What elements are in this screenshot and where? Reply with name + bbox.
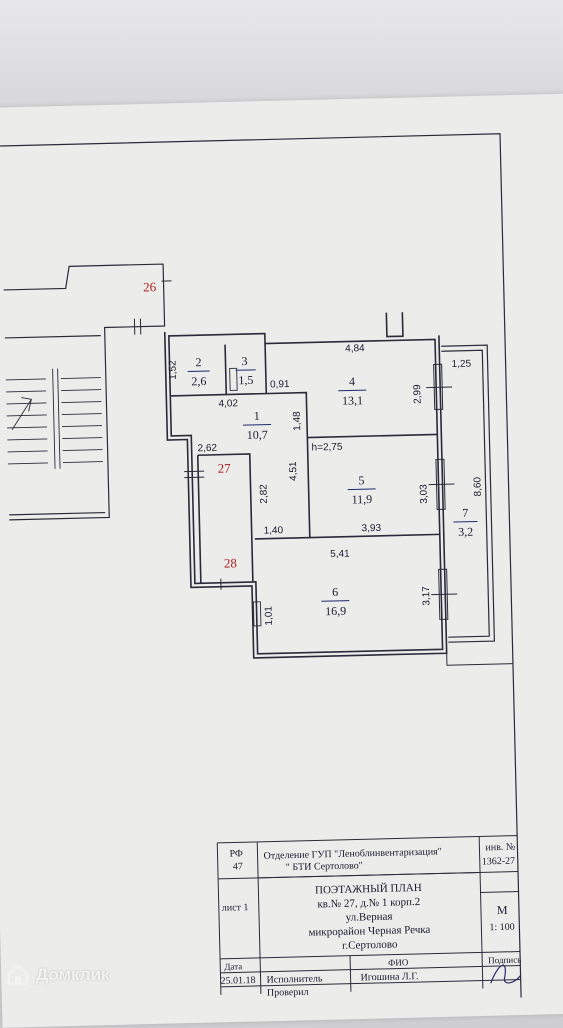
watermark-text: Домклик — [36, 965, 110, 985]
dimension: 1,48 — [292, 411, 303, 431]
dimension: 1,52 — [167, 360, 178, 380]
dimension: 3,03 — [419, 484, 430, 504]
stairwell-wall — [3, 264, 169, 520]
dimension: 4,02 — [218, 398, 238, 409]
signature-label: Подпись — [488, 955, 521, 966]
address-line2: ул.Верная — [346, 911, 393, 924]
inv-number: 1362-27 — [482, 856, 516, 868]
scale-value: 1: 100 — [489, 922, 515, 934]
room-number: 4 — [349, 374, 355, 388]
rf-number: 47 — [233, 861, 243, 872]
floor-plan-drawing: 2 2,6 3 1,5 4 13,1 1 10,7 5 11,9 6 16,9 … — [0, 0, 563, 1000]
executor-label: Исполнитель — [266, 973, 323, 985]
balcony — [441, 345, 494, 642]
inv-label: инв. № — [485, 842, 515, 854]
fio-label: ФИО — [388, 957, 409, 968]
address-line1: кв.№ 27, д.№ 1 корп.2 — [317, 896, 420, 911]
dimension: 4,51 — [288, 461, 299, 481]
room-number: 1 — [254, 409, 260, 423]
room-number: 5 — [358, 473, 364, 487]
dimension: 1,40 — [264, 525, 284, 536]
dimension: 1,25 — [451, 359, 471, 370]
sheet-label: лист 1 — [222, 902, 249, 914]
date-value: 25.01.18 — [220, 975, 255, 987]
address-line4: г.Сертолово — [342, 939, 398, 952]
room-number: 3 — [241, 354, 247, 368]
apartment-walls — [164, 311, 446, 660]
house-logo-icon — [6, 963, 30, 987]
windows — [426, 364, 458, 620]
neighbor-number: 28 — [224, 555, 237, 570]
dimension: 2,82 — [258, 484, 269, 504]
room-number: 6 — [332, 585, 338, 599]
address-line3: микрорайон Черная Речка — [308, 924, 430, 939]
stairwell-wall-inner — [5, 336, 105, 515]
checked-label: Проверил — [267, 987, 309, 999]
dimension: 8,60 — [472, 476, 483, 496]
room-area: 13,1 — [342, 393, 363, 408]
room-number: 2 — [195, 355, 201, 369]
neighbor-number: 26 — [143, 279, 157, 294]
dimension: 2,99 — [412, 384, 423, 404]
executor-name: Игошина Л.Г. — [360, 971, 418, 983]
room-area: 2,6 — [191, 374, 206, 388]
dimension: 5,41 — [330, 549, 350, 560]
org-line1: Отделение ГУП "Леноблинвентаризация" — [263, 846, 441, 861]
dimension: 3,17 — [421, 586, 432, 606]
rf-label: РФ — [229, 848, 243, 859]
toilet-fixture — [230, 368, 238, 390]
org-line2: " БТИ Сертолово" — [286, 860, 363, 873]
watermark: Домклик — [6, 960, 110, 990]
room-area: 16,9 — [325, 604, 346, 619]
ceiling-height: h=2,75 — [311, 442, 343, 454]
scale-label: М — [497, 903, 508, 917]
room-area: 10,7 — [247, 428, 268, 443]
date-label: Дата — [224, 961, 242, 971]
title-block-text: РФ 47 Отделение ГУП "Леноблинвентаризаци… — [217, 842, 522, 1000]
neighbor-number: 27 — [217, 460, 231, 475]
dimension: 0,91 — [270, 379, 290, 390]
frame-border — [0, 134, 521, 1000]
room-area: 3,2 — [458, 525, 473, 539]
room-area: 1,5 — [238, 373, 253, 387]
dimension: 1,01 — [263, 606, 274, 626]
dimension: 4,84 — [345, 343, 365, 354]
stairs — [6, 368, 103, 470]
dimension: 2,62 — [197, 443, 217, 454]
room-area: 11,9 — [351, 492, 372, 506]
plan-title: ПОЭТАЖНЫЙ ПЛАН — [315, 882, 422, 897]
room-number: 7 — [462, 506, 468, 520]
dimension: 3,93 — [361, 523, 381, 534]
